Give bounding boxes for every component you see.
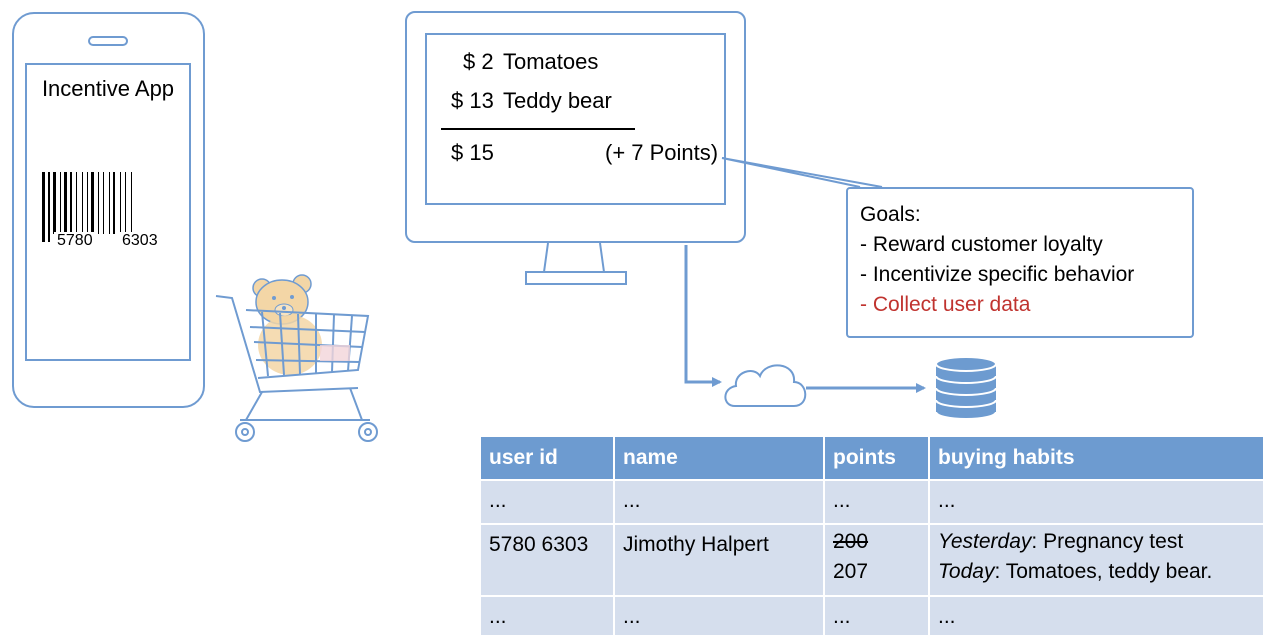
table-header-row: user id name points buying habits — [481, 437, 1263, 480]
points-new-value: 207 — [833, 560, 869, 583]
barcode-bar — [131, 172, 132, 242]
barcode-bar — [76, 172, 77, 234]
cloud-icon — [724, 364, 807, 407]
monitor-stand — [525, 242, 627, 285]
cell-points: 200 207 — [824, 523, 930, 596]
barcode-bar — [113, 172, 115, 234]
barcode-icon — [42, 172, 132, 242]
barcode-bar — [70, 172, 72, 234]
receipt-item-2-name: Teddy bear — [503, 88, 612, 113]
barcode-bar — [42, 172, 45, 242]
column-header-buying-habits: buying habits — [929, 437, 1263, 480]
phone-icon — [12, 12, 205, 408]
barcode-bar — [53, 172, 56, 234]
barcode-number-right: 6303 — [119, 232, 161, 250]
goal-item-highlight: - Collect user data — [860, 293, 1031, 316]
monitor-screen — [425, 33, 726, 205]
receipt-item-1-price: $ 2 — [463, 49, 494, 74]
habit-day-label: Yesterday — [938, 530, 1032, 553]
barcode-bar — [109, 172, 110, 234]
cell-user-id: ... — [481, 595, 615, 635]
shopping-cart-icon — [215, 295, 378, 442]
receipt-total: $ 15 — [451, 140, 494, 165]
barcode-bar — [120, 172, 121, 234]
barcode-bar — [64, 172, 67, 234]
barcode-bar — [125, 172, 126, 234]
goals-title: Goals: — [860, 203, 921, 226]
barcode-bar — [48, 172, 50, 242]
barcode-bar — [87, 172, 88, 242]
phone-speaker — [88, 36, 128, 46]
cell-points: ... — [824, 479, 930, 524]
receipt-item-1-name: Tomatoes — [503, 49, 599, 74]
habit-text: : Pregnancy test — [1031, 530, 1184, 553]
cell-name: ... — [614, 595, 825, 635]
column-header-name: name — [614, 437, 825, 480]
app-title: Incentive App — [41, 76, 175, 101]
cell-user-id: ... — [481, 479, 615, 524]
cell-name: Jimothy Halpert — [614, 523, 825, 596]
barcode-bar — [91, 172, 94, 242]
barcode-bar — [98, 172, 99, 234]
habit-line: Yesterday: Pregnancy test — [938, 527, 1255, 557]
table-row: ... ... ... ... — [481, 479, 1263, 524]
column-header-user-id: user id — [481, 437, 615, 480]
barcode-bar — [103, 172, 104, 234]
callout-pointer — [721, 157, 883, 188]
cell-user-id: 5780 6303 — [481, 523, 615, 596]
habit-text: : Tomatoes, teddy bear. — [994, 560, 1213, 583]
table-row: ... ... ... ... — [481, 595, 1263, 635]
barcode-number-left: 5780 — [54, 232, 96, 250]
database-icon — [935, 356, 997, 420]
points-old-value: 200 — [833, 530, 869, 553]
table-row: 5780 6303 Jimothy Halpert 200 207 Yester… — [481, 523, 1263, 596]
receipt-divider — [441, 128, 635, 130]
cell-buying-habits: Yesterday: Pregnancy test Today: Tomatoe… — [929, 523, 1263, 596]
cell-buying-habits: ... — [929, 595, 1263, 635]
receipt-points-note: (+ 7 Points) — [605, 140, 719, 165]
column-header-points: points — [824, 437, 930, 480]
habit-line: Today: Tomatoes, teddy bear. — [938, 557, 1255, 587]
goal-item: - Incentivize specific behavior — [860, 263, 1135, 286]
barcode-bar — [82, 172, 83, 234]
barcode-bar — [60, 172, 61, 234]
goal-item: - Reward customer loyalty — [860, 233, 1103, 256]
goals-callout — [846, 187, 1194, 338]
cell-buying-habits: ... — [929, 479, 1263, 524]
user-data-table: user id name points buying habits ... ..… — [481, 437, 1263, 635]
cell-points: ... — [824, 595, 930, 635]
monitor-icon — [405, 11, 746, 243]
arrow-monitor-to-cloud — [684, 245, 722, 387]
habit-day-label: Today — [938, 560, 995, 583]
cell-name: ... — [614, 479, 825, 524]
receipt-item-2-price: $ 13 — [451, 88, 494, 113]
phone-screen — [25, 63, 191, 361]
